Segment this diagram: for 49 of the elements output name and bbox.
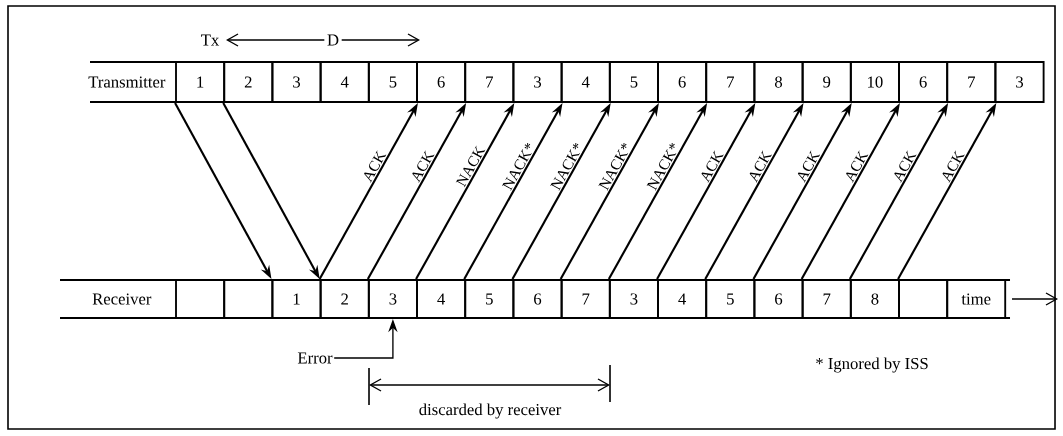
frame-cell: 6 xyxy=(416,61,467,103)
frame-cell: 5 xyxy=(367,61,418,103)
frame-cell: 7 xyxy=(705,61,756,103)
frame-cell: 1 xyxy=(271,279,322,319)
edge-label: ACK xyxy=(942,150,965,183)
empty-cell xyxy=(223,279,274,319)
frame-cell: 8 xyxy=(753,61,804,103)
frame-cell: 3 xyxy=(367,279,418,319)
edge-label: ACK xyxy=(797,150,821,183)
frame-cell: 6 xyxy=(898,61,949,103)
frame-cell: 4 xyxy=(657,279,708,319)
edge-label: ACK xyxy=(364,150,387,183)
error-label: Error xyxy=(297,352,333,364)
frame-cell: 9 xyxy=(801,61,852,103)
frame-cell: 5 xyxy=(464,279,515,319)
frame-cell: 1 xyxy=(175,61,226,103)
empty-cell xyxy=(175,279,226,319)
frame-cell: 7 xyxy=(946,61,997,103)
frame-cell: 3 xyxy=(271,61,322,103)
note: discarded by receiver xyxy=(419,403,562,419)
frame-cell: 7 xyxy=(464,61,515,103)
frame-cell: 2 xyxy=(223,61,274,103)
frame-cell: 3 xyxy=(608,279,659,319)
edge-label: ACK xyxy=(749,150,772,183)
edge-label: ACK xyxy=(412,150,435,183)
frame-cell: 3 xyxy=(994,61,1045,103)
frame-cell: 6 xyxy=(753,279,804,319)
frame-cell: 5 xyxy=(705,279,756,319)
frame-cell: 4 xyxy=(560,61,611,103)
edge-label: ACK xyxy=(894,150,917,183)
axis-label: D xyxy=(327,34,339,46)
frame-cell: 6 xyxy=(657,61,708,103)
frame-cell: 6 xyxy=(512,279,563,319)
axis-label: Tx xyxy=(201,34,220,46)
edge-label: ACK xyxy=(701,150,724,183)
row-label: Receiver xyxy=(92,293,152,305)
frame-cell: 10 xyxy=(849,61,900,103)
frame-cell: 3 xyxy=(512,61,563,103)
note: * Ignored by ISS xyxy=(816,357,928,373)
empty-cell xyxy=(898,279,949,319)
edge-label: ACK xyxy=(846,150,869,183)
frame-cell: 4 xyxy=(319,61,370,103)
frame-cell: 7 xyxy=(560,279,611,319)
frame-cell: 7 xyxy=(801,279,852,319)
frame-cell: 5 xyxy=(608,61,659,103)
frame-cell: time xyxy=(946,279,1007,319)
frame-cell: 2 xyxy=(319,279,370,319)
frame-cell: 4 xyxy=(416,279,467,319)
frame-cell: 8 xyxy=(849,279,900,319)
